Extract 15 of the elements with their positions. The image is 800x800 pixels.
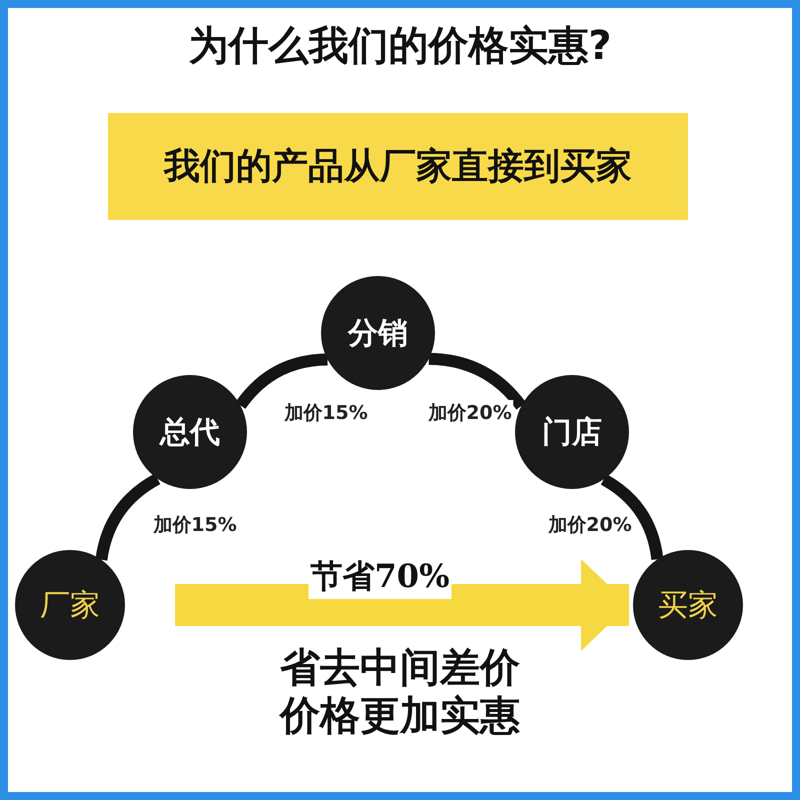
banner bbox=[108, 113, 688, 220]
connector-line bbox=[95, 474, 161, 561]
node-label: 买家 bbox=[658, 586, 718, 624]
node-label: 厂家 bbox=[40, 586, 100, 624]
title: 为什么我们的价格实惠? bbox=[187, 22, 613, 71]
node-label: 分销 bbox=[348, 314, 408, 352]
connector-line bbox=[600, 474, 664, 560]
slogan-text: 省去中间差价 bbox=[280, 643, 520, 693]
node-label: 总代 bbox=[160, 414, 220, 452]
arrow bbox=[175, 559, 629, 651]
connector-line bbox=[428, 352, 526, 410]
node-label: 门店 bbox=[542, 414, 602, 452]
slogan-text: 价格更加实惠 bbox=[280, 691, 520, 741]
connector-line bbox=[236, 354, 328, 410]
banner-text: 我们的产品从厂家直接到买家 bbox=[164, 145, 632, 189]
